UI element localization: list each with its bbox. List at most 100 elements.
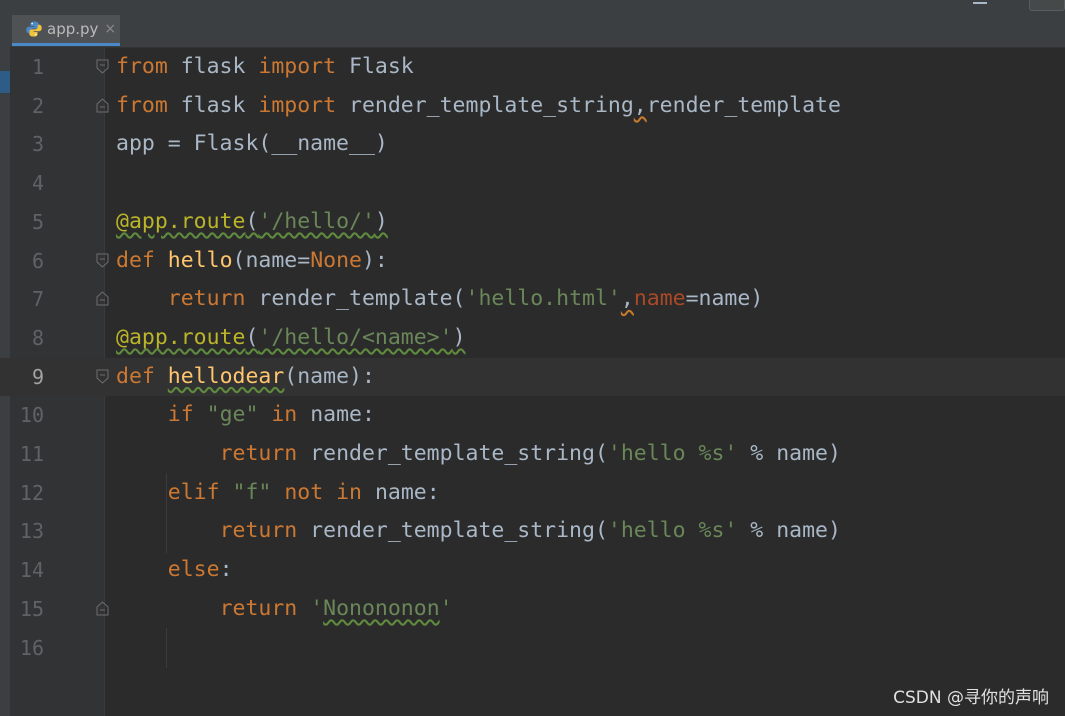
line-number: 14 <box>19 558 44 583</box>
code-line-3[interactable]: 3 app = Flask(__name__) <box>0 125 1065 164</box>
keyword: return <box>219 441 298 466</box>
line-number: 8 <box>31 325 44 350</box>
keyword: def <box>116 247 155 273</box>
line-number: 15 <box>19 596 44 621</box>
code-text <box>116 596 220 621</box>
string: '/hello/' <box>258 208 375 234</box>
keyword: from <box>116 54 168 79</box>
line-number: 12 <box>19 480 44 505</box>
tab-filename: app.py <box>47 20 99 38</box>
code-text <box>116 286 168 311</box>
code-text <box>116 518 220 543</box>
string: "ge" <box>206 402 259 428</box>
keyword: else <box>167 557 220 583</box>
string: 'hello.html' <box>465 286 621 312</box>
keyword: import <box>258 92 337 118</box>
code-text: Flask <box>336 54 414 79</box>
code-text <box>258 402 271 427</box>
code-line-14[interactable]: 14 else: <box>0 551 1065 590</box>
code-line-2[interactable]: 2 from flask import render_template_stri… <box>0 87 1065 126</box>
code-text: ) <box>374 208 388 234</box>
code-text: render_template( <box>245 286 466 312</box>
code-text: ( <box>245 324 259 350</box>
fold-end-icon[interactable] <box>96 601 109 616</box>
close-icon[interactable]: × <box>104 21 117 37</box>
code-text <box>116 441 220 466</box>
keyword: None <box>310 247 362 273</box>
fold-end-icon[interactable] <box>96 98 109 113</box>
keyword: return <box>219 518 298 544</box>
string: '/hello/<name>' <box>258 324 453 350</box>
code-text: % name) <box>737 518 841 544</box>
indent-guide <box>166 473 167 553</box>
code-line-5[interactable]: 5 @app.route('/hello/') <box>0 203 1065 242</box>
keyword: return <box>167 286 246 312</box>
title-bar <box>0 0 1065 15</box>
code-text: render_template_string <box>336 92 634 118</box>
string: Nonononon <box>323 595 440 621</box>
fold-start-icon[interactable] <box>96 369 109 384</box>
keyword: in <box>271 402 298 428</box>
line-number: 1 <box>31 55 44 79</box>
watermark: CSDN @寻你的声响 <box>893 688 1049 708</box>
fold-start-icon[interactable] <box>96 59 109 74</box>
keyword: def <box>116 363 155 389</box>
line-number: 7 <box>31 287 44 312</box>
code-text <box>220 480 233 505</box>
code-line-13[interactable]: 13 return render_template_string('hello … <box>0 512 1065 551</box>
code-line-15[interactable]: 15 return 'Nonononon' <box>0 590 1065 629</box>
code-text <box>116 402 168 427</box>
code-line-11[interactable]: 11 return render_template_string('hello … <box>0 435 1065 474</box>
code-line-16[interactable]: 16 <box>0 629 1065 668</box>
code-text: flask <box>167 54 259 79</box>
line-number: 3 <box>31 132 44 157</box>
editor-tab-bar: app.py × <box>0 14 1065 48</box>
keyword: not <box>284 479 324 505</box>
code-text: ) <box>452 324 466 350</box>
code-text: render_template_string( <box>297 518 608 544</box>
code-text <box>323 480 336 505</box>
line-number: 16 <box>19 635 44 660</box>
tab-app-py[interactable]: app.py × <box>12 15 120 46</box>
window-button[interactable] <box>1029 0 1065 11</box>
code-text: flask <box>167 92 259 118</box>
string: ' <box>439 595 453 621</box>
line-number: 6 <box>31 248 44 273</box>
code-text: ( <box>245 208 259 234</box>
code-line-10[interactable]: 10 if "ge" in name: <box>0 396 1065 435</box>
line-number: 5 <box>31 209 44 234</box>
code-line-12[interactable]: 12 elif "f" not in name: <box>0 474 1065 513</box>
code-text <box>116 557 168 582</box>
function-name: hello <box>167 247 233 273</box>
code-text: , <box>633 92 647 118</box>
function-name: hellodear <box>167 363 285 389</box>
code-text: app = Flask(__name__) <box>116 131 388 157</box>
line-number: 10 <box>19 403 44 428</box>
project-tool-marker[interactable] <box>0 71 10 93</box>
code-line-6[interactable]: 6 def hello(name=None): <box>0 242 1065 281</box>
minimize-icon[interactable] <box>973 2 987 4</box>
code-text <box>155 364 168 389</box>
code-line-8[interactable]: 8 @app.route('/hello/<name>') <box>0 319 1065 358</box>
code-line-1[interactable]: 1 from flask import Flask <box>0 48 1065 87</box>
parameter: name <box>633 286 686 312</box>
fold-start-icon[interactable] <box>96 253 109 268</box>
code-text: , <box>620 286 634 312</box>
line-number: 9 <box>31 364 44 389</box>
string: "f" <box>232 479 272 505</box>
decorator: @app.route <box>116 324 246 350</box>
keyword: if <box>167 402 194 428</box>
keyword: elif <box>167 479 220 505</box>
code-text: name: <box>297 402 375 428</box>
fold-end-icon[interactable] <box>96 291 109 306</box>
code-text: render_template <box>646 92 841 118</box>
code-line-4[interactable]: 4 <box>0 164 1065 203</box>
code-line-9[interactable]: 9 def hellodear(name): <box>0 357 1065 397</box>
keyword: in <box>336 479 362 505</box>
code-text: =name) <box>685 286 764 312</box>
indent-guide <box>166 628 167 668</box>
code-text: % name) <box>737 441 841 466</box>
code-line-7[interactable]: 7 return render_template('hello.html',na… <box>0 280 1065 319</box>
string: ' <box>310 595 324 621</box>
line-number: 2 <box>31 93 44 118</box>
